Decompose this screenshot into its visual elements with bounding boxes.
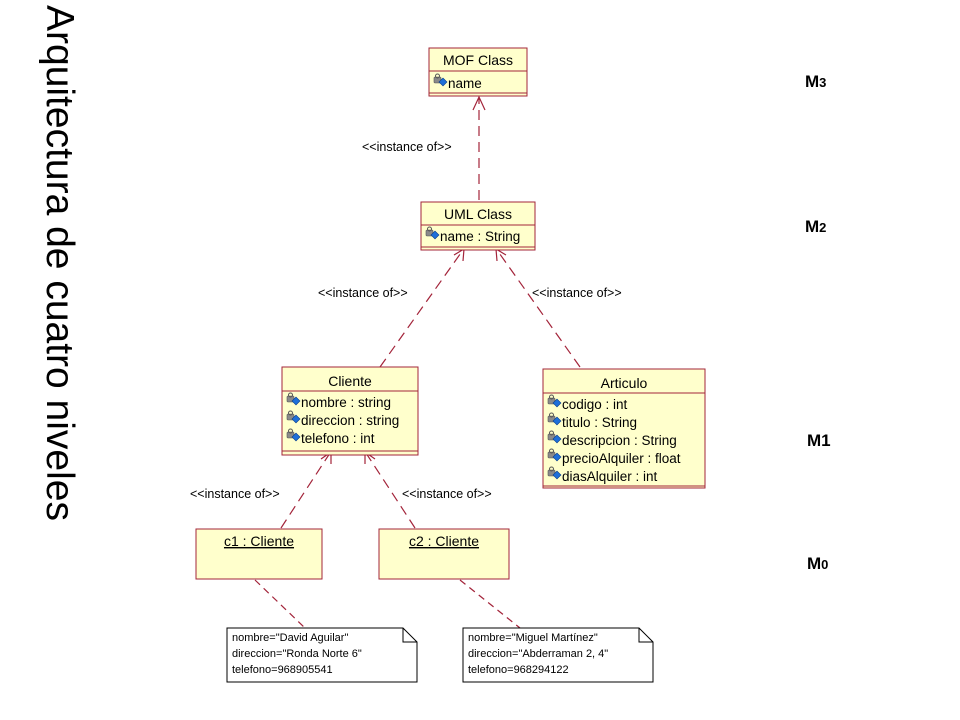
note-c2[interactable]: nombre="Miguel Martínez" direccion="Abde… bbox=[462, 627, 654, 683]
page-title: Arquitectura de cuatro niveles bbox=[38, 5, 81, 521]
note-link-c1 bbox=[254, 579, 306, 629]
level-label-m0: M0 bbox=[807, 554, 828, 573]
class-mof[interactable]: MOF Class name bbox=[428, 47, 528, 97]
note-line: nombre="Miguel Martínez" bbox=[468, 632, 598, 644]
relation-label-m3: <<instance of>> bbox=[362, 140, 452, 154]
class-attribute: codigo : int bbox=[562, 397, 628, 412]
object-c2[interactable]: c2 : Cliente bbox=[378, 528, 510, 580]
class-cliente[interactable]: Cliente nombre : string direccion : stri… bbox=[281, 366, 419, 456]
class-attribute: precioAlquiler : float bbox=[562, 451, 681, 466]
note-line: telefono=968905541 bbox=[232, 664, 333, 676]
note-line: nombre="David Aguilar" bbox=[232, 632, 348, 644]
class-attribute: direccion : string bbox=[301, 413, 399, 428]
note-line: telefono=968294122 bbox=[468, 664, 569, 676]
relation-label-articulo: <<instance of>> bbox=[532, 286, 622, 300]
class-name: MOF Class bbox=[443, 52, 513, 68]
note-line: direccion="Abderraman 2, 4" bbox=[468, 648, 608, 660]
level-label-m3: M3 bbox=[805, 72, 826, 91]
class-name: UML Class bbox=[444, 206, 512, 222]
class-attribute: nombre : string bbox=[301, 395, 391, 410]
object-c1[interactable]: c1 : Cliente bbox=[195, 528, 323, 580]
relation-label-c1: <<instance of>> bbox=[190, 487, 280, 501]
relation-label-cliente: <<instance of>> bbox=[318, 286, 408, 300]
note-line: direccion="Ronda Norte 6" bbox=[232, 648, 362, 660]
level-label-m2: M2 bbox=[805, 217, 826, 236]
relation-label-c2: <<instance of>> bbox=[402, 487, 492, 501]
class-attribute: name : String bbox=[440, 229, 520, 244]
relation-c1-to-cliente bbox=[280, 450, 332, 529]
object-name: c2 : Cliente bbox=[409, 533, 479, 549]
note-link-c2 bbox=[459, 579, 521, 629]
class-uml[interactable]: UML Class name : String bbox=[420, 201, 536, 251]
level-label-m1: M1 bbox=[807, 431, 831, 450]
note-c1[interactable]: nombre="David Aguilar" direccion="Ronda … bbox=[226, 627, 418, 683]
class-attribute: titulo : String bbox=[562, 415, 637, 430]
class-attribute: descripcion : String bbox=[562, 433, 677, 448]
relation-uml-to-mof bbox=[472, 95, 486, 200]
relation-articulo-to-uml bbox=[495, 247, 581, 368]
class-name: Articulo bbox=[601, 375, 648, 391]
relation-cliente-to-uml bbox=[379, 247, 465, 368]
class-name: Cliente bbox=[328, 373, 372, 389]
object-name: c1 : Cliente bbox=[224, 533, 294, 549]
class-articulo[interactable]: Articulo codigo : int titulo : String de… bbox=[542, 368, 706, 489]
class-attribute: diasAlquiler : int bbox=[562, 469, 658, 484]
class-attribute: telefono : int bbox=[301, 431, 375, 446]
class-attribute: name bbox=[448, 76, 482, 91]
